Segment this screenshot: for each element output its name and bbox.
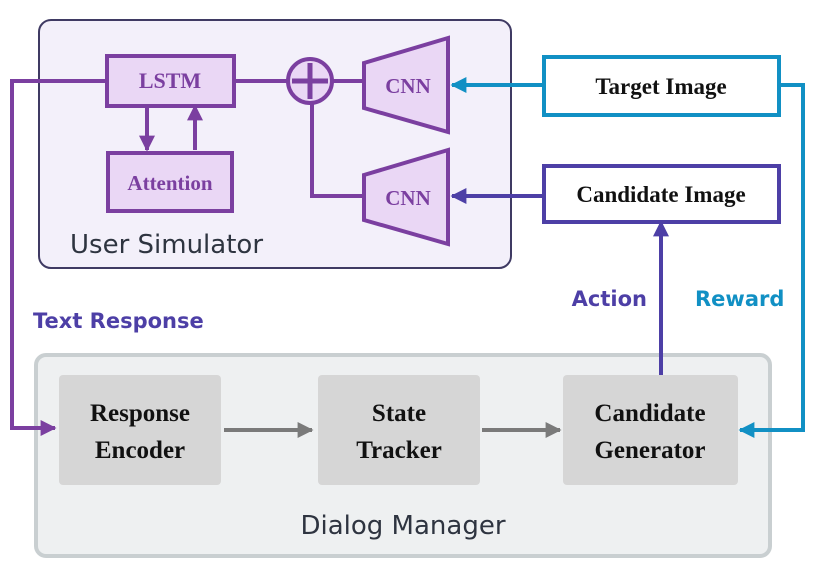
- state-tracker-node: State Tracker: [318, 375, 480, 485]
- user-simulator-title: User Simulator: [70, 230, 263, 260]
- text-response-label: Text Response: [33, 309, 204, 333]
- cnn-top-label: CNN: [385, 74, 431, 98]
- candidate-image-node: Candidate Image: [542, 164, 781, 224]
- lstm-node: LSTM: [105, 54, 236, 108]
- candidate-generator-label-line1: Candidate: [594, 400, 705, 427]
- cnn-top-node: CNN: [362, 35, 450, 135]
- trapezoid-icon: [362, 147, 450, 247]
- candidate-image-label: Candidate Image: [576, 182, 745, 207]
- target-image-label: Target Image: [595, 74, 726, 99]
- attention-label: Attention: [127, 171, 212, 195]
- reward-label: Reward: [695, 287, 784, 311]
- state-tracker-label-line1: State: [372, 400, 426, 427]
- response-encoder-label-line2: Encoder: [95, 437, 185, 464]
- action-label: Action: [572, 287, 647, 311]
- text-response-arrow: [10, 79, 107, 436]
- candidate-generator-label-line2: Generator: [594, 437, 705, 464]
- combine-node: [286, 57, 334, 105]
- cnn-bottom-label: CNN: [385, 186, 431, 210]
- state-tracker-label-line2: Tracker: [356, 437, 442, 464]
- trapezoid-icon: [362, 35, 450, 135]
- target-image-node: Target Image: [542, 55, 781, 117]
- candidate-generator-node: Candidate Generator: [563, 375, 738, 485]
- combine-to-cnn-bottom-line: [310, 104, 364, 198]
- response-encoder-node: Response Encoder: [59, 375, 221, 485]
- dialog-manager-title: Dialog Manager: [300, 511, 505, 541]
- response-encoder-label-line1: Response: [90, 400, 190, 427]
- reward-arrow: [738, 83, 805, 438]
- cnn-bottom-node: CNN: [362, 147, 450, 247]
- attention-node: Attention: [106, 151, 234, 213]
- lstm-label: LSTM: [139, 68, 202, 93]
